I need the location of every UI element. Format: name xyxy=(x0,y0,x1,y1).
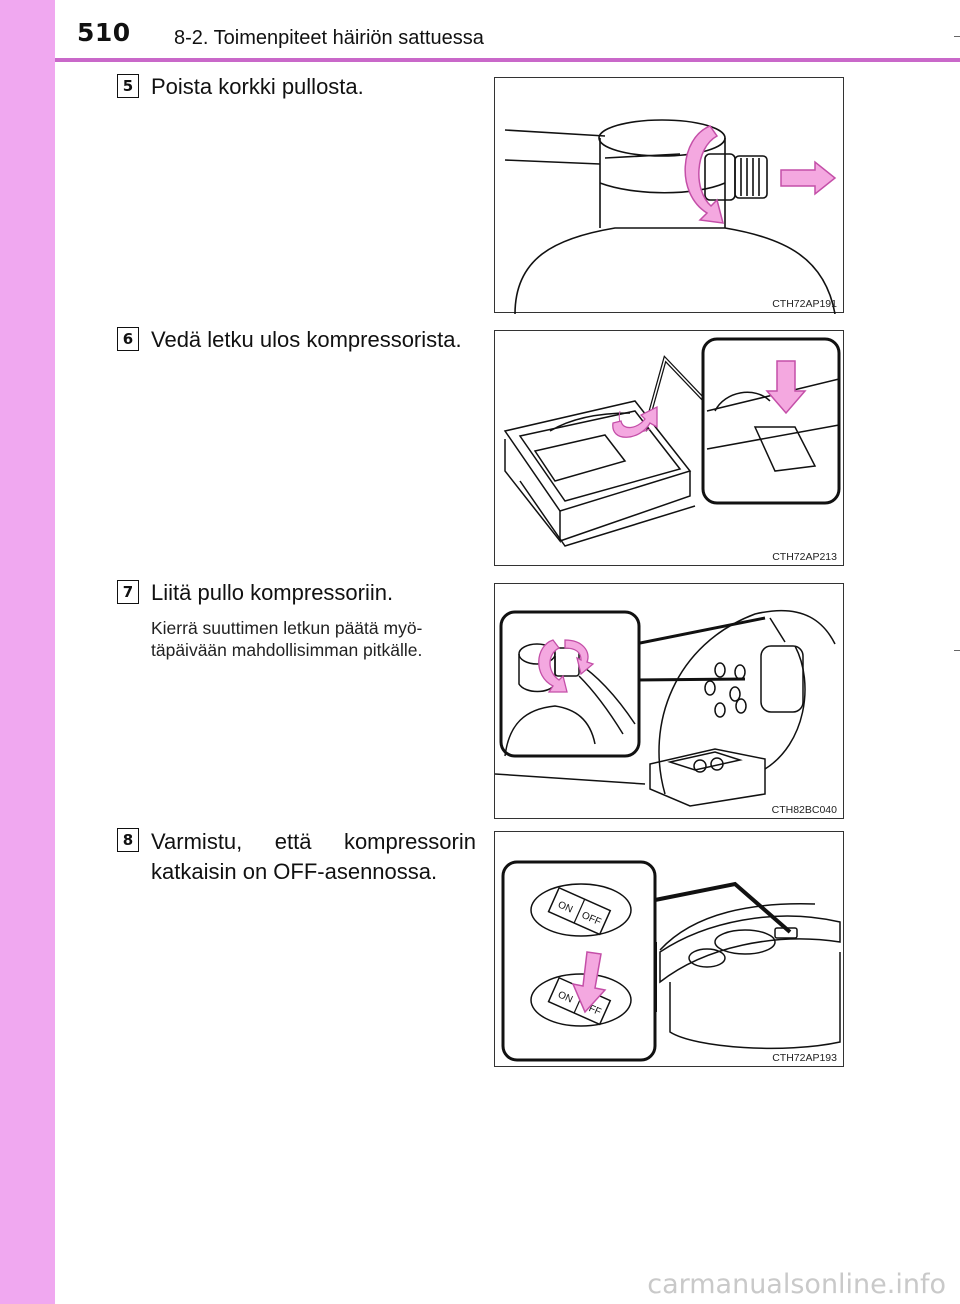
step-text: Liitä pullo kompressoriin. xyxy=(151,580,394,605)
figure-connect-bottle: CTH82BC040 xyxy=(494,583,844,819)
step-number: 6 xyxy=(117,327,139,351)
step-subtext: Kierrä suuttimen letkun päätä myö- xyxy=(151,618,423,638)
watermark: carmanualsonline.info xyxy=(647,1269,946,1300)
figure-code: CTH72AP191 xyxy=(772,298,837,310)
crop-mark xyxy=(954,36,960,37)
step-text: Varmistu, että kompressorin xyxy=(151,829,476,854)
figure-switch-off: ON OFF ON OFF CTH72AP193 xyxy=(494,831,844,1067)
figure-remove-cap: CTH72AP191 xyxy=(494,77,844,314)
figure-code: CTH82BC040 xyxy=(771,804,837,816)
figure-code: CTH72AP213 xyxy=(772,551,837,563)
step-text: katkaisin on OFF-asennossa. xyxy=(151,859,438,884)
step-subtext: täpäivään mahdollisimman pitkälle. xyxy=(151,640,423,660)
page-number: 510 xyxy=(77,18,131,47)
section-title: 8-2. Toimenpiteet häiriön sattuessa xyxy=(174,27,484,49)
figure-code: CTH72AP193 xyxy=(772,1052,837,1064)
step-number: 8 xyxy=(117,828,139,852)
figure-pull-hose: CTH72AP213 xyxy=(494,330,844,566)
step-text: Poista korkki pullosta. xyxy=(151,74,364,99)
side-tab xyxy=(0,0,55,1304)
crop-mark xyxy=(954,650,960,651)
step-text: Vedä letku ulos kompressorista. xyxy=(151,327,462,352)
step-number: 7 xyxy=(117,580,139,604)
step-number: 5 xyxy=(117,74,139,98)
header-rule xyxy=(55,58,960,62)
